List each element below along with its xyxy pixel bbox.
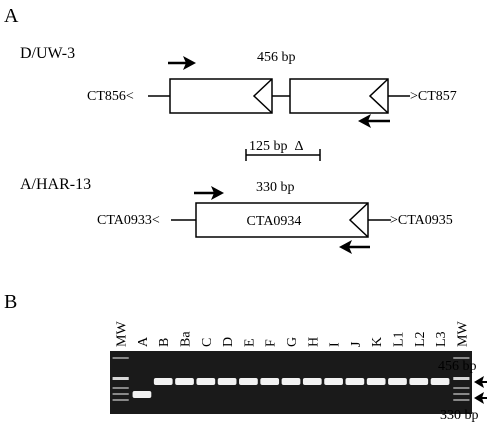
forward-primer-arrow-1 xyxy=(168,56,196,70)
gel-lane xyxy=(302,378,322,385)
lane-label: MW xyxy=(455,321,470,347)
gel-lane xyxy=(453,357,470,401)
dna-band xyxy=(217,378,237,385)
deletion-label: 125 bp Δ xyxy=(249,139,304,154)
lane-label: G xyxy=(285,337,300,347)
dna-band xyxy=(388,378,407,385)
lane-label: I xyxy=(328,342,343,347)
gel-lane xyxy=(345,378,365,385)
lane-label: L3 xyxy=(434,331,449,347)
dna-band xyxy=(302,378,322,385)
dna-band xyxy=(153,378,173,385)
marker-arrow-upper xyxy=(474,376,487,388)
ladder-band xyxy=(453,357,470,359)
dna-band xyxy=(366,378,386,385)
dna-band xyxy=(175,378,194,385)
panel-a-label: A xyxy=(4,5,19,27)
gel-lanes xyxy=(112,357,470,401)
lane-label: L2 xyxy=(413,331,428,347)
lane-label: Ba xyxy=(179,331,194,347)
lane-label: A xyxy=(136,336,151,347)
dna-band xyxy=(409,378,429,385)
strain-1-left-gene: CT856< xyxy=(87,89,134,104)
strain-1-gene-box-1 xyxy=(169,78,273,114)
gel-lane xyxy=(239,378,258,385)
gel-lane xyxy=(388,378,407,385)
lane-label: L1 xyxy=(391,331,406,347)
gel-lane xyxy=(153,378,173,385)
lane-label: C xyxy=(200,338,215,347)
marker-arrow-lower xyxy=(474,392,487,404)
ladder-band xyxy=(453,377,470,380)
gel-lane xyxy=(112,357,129,401)
gel-lane xyxy=(281,378,301,385)
strain-2-middle-gene: CTA0934 xyxy=(247,214,302,229)
reverse-primer-arrow-2 xyxy=(339,240,370,254)
gel-lane xyxy=(175,378,194,385)
dna-band xyxy=(281,378,301,385)
lane-label: K xyxy=(370,337,385,347)
strain-2-name: A/HAR-13 xyxy=(20,176,91,193)
strain-2-product-size: 330 bp xyxy=(256,180,295,195)
gel-lane xyxy=(132,391,152,398)
lane-label: D xyxy=(221,337,236,347)
lane-label: F xyxy=(264,339,279,347)
strain-1-gene-box-2 xyxy=(289,78,389,114)
dna-band xyxy=(324,378,343,385)
lane-label: MW xyxy=(115,321,130,347)
ladder-band xyxy=(453,393,470,395)
strain-1-right-gene: >CT857 xyxy=(410,89,457,104)
ladder-band xyxy=(112,399,129,401)
gel-lane xyxy=(430,378,450,385)
ladder-band xyxy=(112,393,129,395)
panel-b-label: B xyxy=(4,291,17,313)
ladder-band xyxy=(112,377,129,380)
gel-lane xyxy=(217,378,237,385)
ladder-band xyxy=(112,357,129,359)
ladder-band xyxy=(112,387,129,389)
lane-label: B xyxy=(157,338,172,347)
strain-2-left-gene: CTA0933< xyxy=(97,213,160,228)
ladder-band xyxy=(453,387,470,389)
strain-2-right-gene: >CTA0935 xyxy=(390,213,453,228)
gel-lane xyxy=(260,378,280,385)
forward-primer-arrow-2 xyxy=(194,186,224,200)
dna-band xyxy=(430,378,450,385)
marker-label-lower: 330 bp xyxy=(440,408,479,423)
dna-band xyxy=(345,378,365,385)
marker-label-upper: 456 bp xyxy=(438,359,477,374)
gel-lane xyxy=(366,378,386,385)
dna-band xyxy=(196,378,216,385)
lane-label: H xyxy=(306,337,321,347)
reverse-primer-arrow-1 xyxy=(358,114,390,128)
gel-lane xyxy=(324,378,343,385)
lane-label: J xyxy=(349,341,364,347)
gel-lane xyxy=(196,378,216,385)
lane-label: E xyxy=(242,338,257,347)
dna-band xyxy=(132,391,152,398)
dna-band xyxy=(260,378,280,385)
strain-1-name: D/UW-3 xyxy=(20,45,75,62)
dna-band xyxy=(239,378,258,385)
ladder-band xyxy=(453,399,470,401)
gel-lane xyxy=(409,378,429,385)
deletion-bracket xyxy=(245,149,321,161)
strain-1-product-size: 456 bp xyxy=(257,50,296,65)
